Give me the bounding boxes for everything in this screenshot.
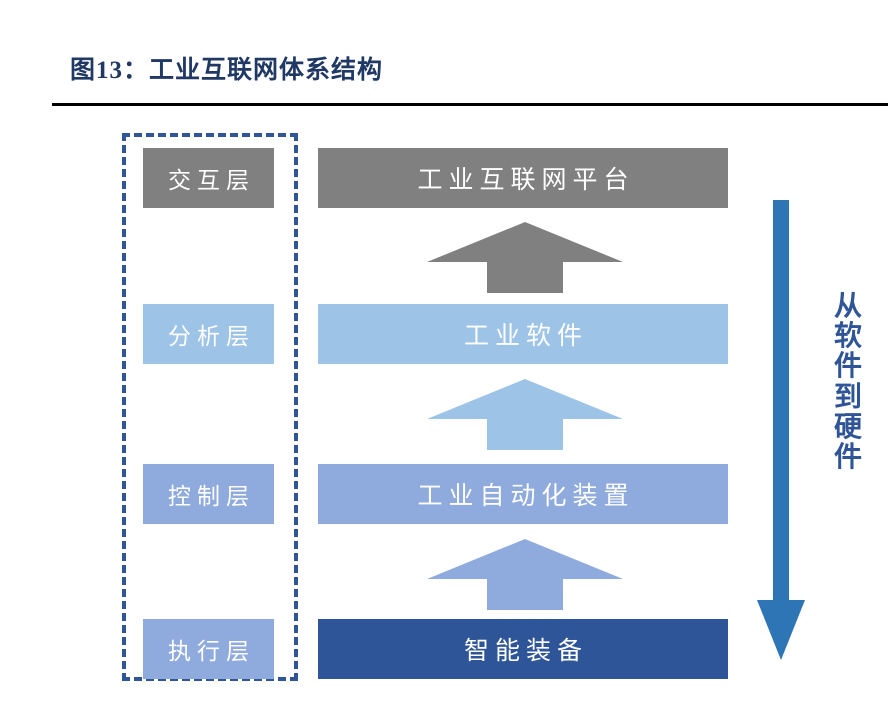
layer-group-dashed-box: [122, 133, 298, 681]
layer-box-analysis-label: 分析层: [168, 324, 255, 349]
title-divider-rule: [52, 103, 888, 106]
stack-box-intelligent-equipment-label: 智能装备: [463, 638, 588, 665]
stack-box-automation-label: 工业自动化装置: [417, 483, 635, 510]
layer-box-execution-label: 执行层: [168, 639, 255, 664]
side-arrow-vertical-label: 从 软 件 到 硬 件: [828, 291, 868, 474]
figure-title: 图13：工业互联网体系结构: [70, 57, 384, 84]
side-arrow-label-char-2: 件: [833, 351, 862, 383]
up-arrow-icon-automation-to-software: [425, 377, 625, 452]
side-arrow-label-char-3: 到: [833, 381, 862, 413]
side-arrow-label-char-5: 件: [833, 442, 862, 474]
stack-box-software-label: 工业软件: [463, 323, 588, 350]
stack-box-software[interactable]: 工业软件: [318, 304, 728, 364]
stack-box-automation[interactable]: 工业自动化装置: [318, 464, 728, 524]
side-arrow-label-char-1: 软: [833, 321, 862, 353]
down-arrow-icon-software-to-hardware: [755, 200, 807, 662]
side-arrow-label-char-4: 硬: [833, 411, 862, 443]
layer-box-control-label: 控制层: [168, 484, 255, 509]
layer-box-execution[interactable]: 执行层: [143, 619, 274, 679]
layer-box-analysis[interactable]: 分析层: [143, 304, 274, 364]
stack-box-platform-label: 工业互联网平台: [417, 167, 635, 194]
up-arrow-icon-software-to-platform: [425, 220, 625, 295]
stack-box-intelligent-equipment[interactable]: 智能装备: [318, 619, 728, 679]
up-arrow-icon-equipment-to-automation: [425, 537, 625, 612]
layer-box-interaction-label: 交互层: [168, 168, 255, 193]
layer-box-interaction[interactable]: 交互层: [143, 148, 274, 208]
layer-box-control[interactable]: 控制层: [143, 464, 274, 524]
stack-box-platform[interactable]: 工业互联网平台: [318, 148, 728, 208]
side-arrow-label-char-0: 从: [833, 291, 862, 322]
